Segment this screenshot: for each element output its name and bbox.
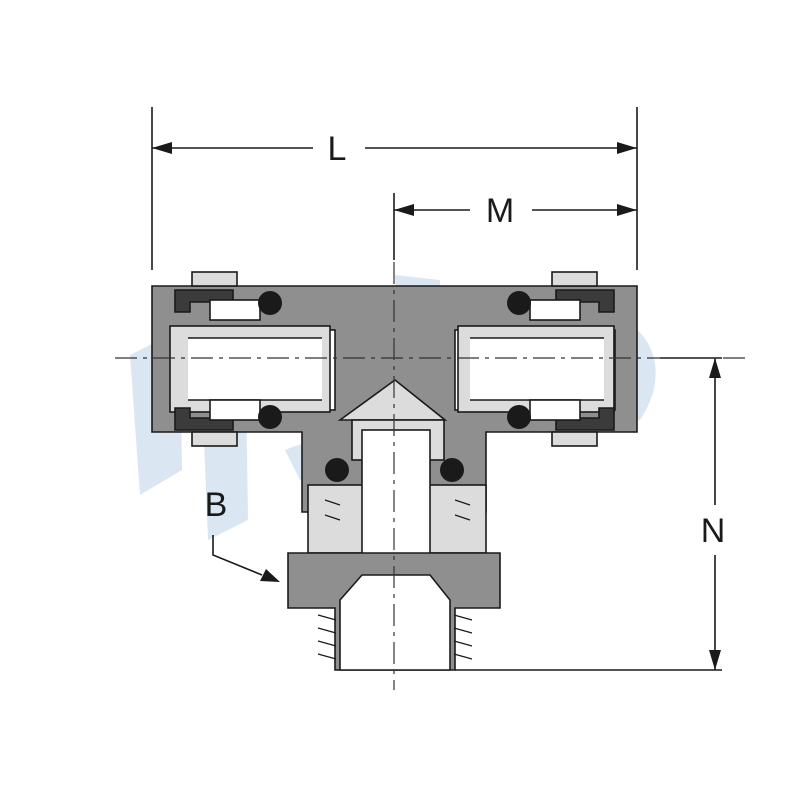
- dimension-n: N: [455, 357, 726, 671]
- right-collet: [507, 271, 615, 447]
- o-ring: [325, 458, 349, 482]
- tee-body: [151, 285, 638, 513]
- dimension-b: B: [205, 486, 280, 582]
- o-ring: [440, 458, 464, 482]
- dimension-l: L: [151, 107, 638, 270]
- o-ring: [258, 291, 282, 315]
- label-l: L: [328, 130, 347, 168]
- o-ring: [507, 291, 531, 315]
- left-collet: [174, 271, 282, 447]
- o-ring: [507, 405, 531, 429]
- center-lines: [115, 262, 748, 690]
- dimension-m: M: [393, 192, 637, 260]
- o-ring: [258, 405, 282, 429]
- label-n: N: [701, 512, 726, 550]
- label-m: M: [486, 192, 514, 230]
- label-b: B: [205, 486, 228, 524]
